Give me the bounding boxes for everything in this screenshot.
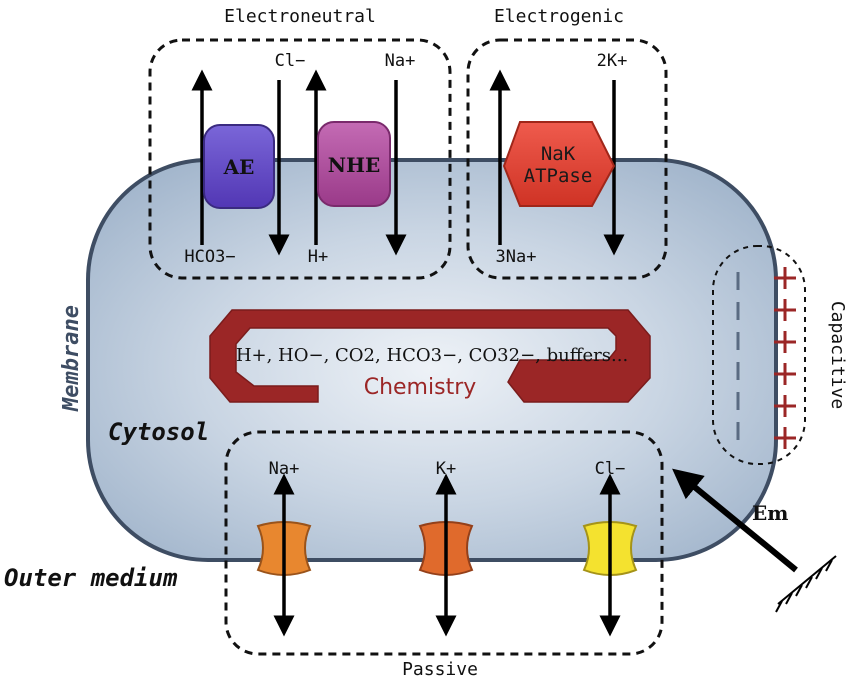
em-probe-arrow (672, 468, 798, 573)
plus-icon (774, 427, 796, 449)
electrogenic-label: Electrogenic (494, 6, 624, 27)
capacitive-label: Capacitive (827, 301, 848, 409)
plus-icon (774, 331, 796, 353)
nhe-transporter (317, 121, 391, 207)
ae-transporter (203, 124, 275, 209)
capacitive-box (712, 245, 806, 465)
h-bottom-label: H+ (308, 247, 328, 267)
ae-label: AE (223, 155, 255, 179)
electrogenic-box (466, 38, 668, 280)
chemistry-cycle-arrow (209, 309, 651, 403)
passive-na-label: Na+ (269, 459, 300, 479)
na-top-label: Na+ (385, 51, 416, 71)
nak-label-line2: ATPase (524, 165, 593, 187)
nak-atpase (502, 121, 616, 207)
nhe-label: NHE (328, 153, 380, 177)
plus-icon (774, 395, 796, 417)
electroneutral-box (148, 38, 452, 280)
em-label: Em (752, 501, 788, 525)
electroneutral-label: Electroneutral (224, 6, 376, 27)
membrane-label: Membrane (59, 305, 84, 412)
capacitive-plus-group (774, 267, 796, 449)
outer-medium-label: Outer medium (4, 564, 178, 592)
cytosol-label: Cytosol (108, 418, 209, 446)
chemistry-species: H+, HO−, CO2, HCO3−, CO32−, buffers... (236, 345, 628, 366)
plus-icon (774, 267, 796, 289)
passive-box (224, 430, 664, 656)
plus-icon (774, 299, 796, 321)
hco3-bottom-label: HCO3− (184, 247, 235, 267)
chemistry-label: Chemistry (364, 375, 477, 400)
plus-icon (774, 363, 796, 385)
passive-k-label: K+ (436, 459, 456, 479)
cl-top-label: Cl− (275, 51, 306, 71)
k2-top-label: 2K+ (597, 51, 628, 71)
ground-icon (775, 555, 837, 613)
passive-cl-label: Cl− (595, 459, 626, 479)
passive-label: Passive (402, 659, 478, 680)
na3-bottom-label: 3Na+ (496, 247, 537, 267)
nak-label-line1: NaK (541, 143, 576, 165)
